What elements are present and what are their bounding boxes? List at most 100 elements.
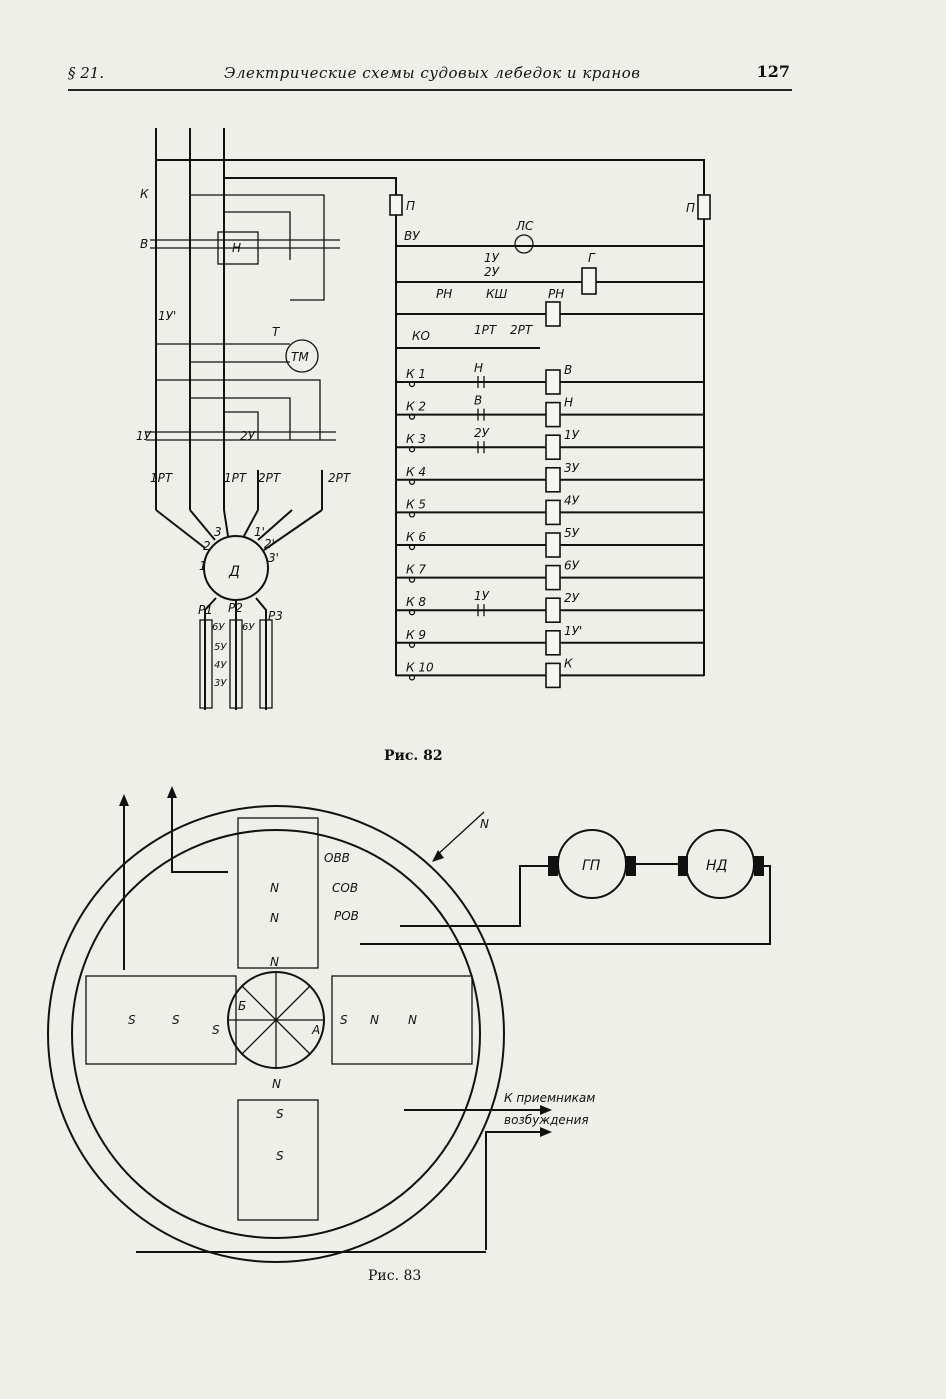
rotor-a: А <box>311 1023 320 1037</box>
res-6y-a: 6У <box>212 622 225 633</box>
fuse-right-label: П <box>686 201 695 215</box>
winding-ovv: ОВВ <box>324 851 350 865</box>
winding-rov: РОВ <box>334 909 359 923</box>
chapter-title: Электрические схемы судовых лебедок и кр… <box>224 64 641 82</box>
rung-coil-label: 1У' <box>564 624 582 638</box>
ksh-label: КШ <box>486 287 508 301</box>
ko-label: КО <box>412 329 430 343</box>
gp-label: ГП <box>582 858 601 874</box>
rung-switch-label: К 2 <box>406 400 426 414</box>
rung-coil-label: В <box>564 363 572 377</box>
winding-sov: СОВ <box>332 881 358 895</box>
rung-switch-label: К 10 <box>406 660 434 674</box>
pole-s-left1: S <box>128 1013 136 1027</box>
rung-coil <box>545 532 561 558</box>
relay-label-2: 1РТ <box>224 471 248 485</box>
resistor-p1: Р1 <box>198 603 213 617</box>
lamp-label: ЛС <box>515 219 534 233</box>
pole-s-right: S <box>340 1013 348 1027</box>
terminal-3: 3 <box>214 525 222 539</box>
terminal-2: 2 <box>203 539 211 553</box>
rung-switch-terminal <box>408 413 416 420</box>
rung-coil-label: 3У <box>564 461 580 475</box>
coil-g-label: Г <box>588 251 596 265</box>
rotor-b: Б <box>238 999 246 1013</box>
rung-contact-label: 2У <box>474 426 490 440</box>
res-6y-b: 6У <box>242 622 255 633</box>
rn-coil-label: РН <box>548 287 564 301</box>
brake-label: ТМ <box>291 350 309 364</box>
pole-s-bottom2: S <box>276 1149 284 1163</box>
running-header: § 21. Электрические схемы судовых лебедо… <box>68 62 792 88</box>
pole-n-top: N <box>270 881 279 895</box>
rung-coil-label: 4У <box>564 493 580 507</box>
pole-n-right2: N <box>408 1013 417 1027</box>
figure-83-caption: Рис. 83 <box>368 1268 422 1284</box>
rung-coil <box>545 369 561 395</box>
rung-switch-label: К 9 <box>406 628 426 642</box>
rung-coil-label: К <box>564 656 573 670</box>
label-2y: 2У <box>240 429 256 443</box>
rn-contact-label: РН <box>436 287 452 301</box>
rung-coil-label: 5У <box>564 526 580 540</box>
terminal-3p: 3' <box>268 551 279 565</box>
pole-n-top2: N <box>270 911 279 925</box>
top-contact-2y: 2У <box>484 265 500 279</box>
rung-coil-label: Н <box>564 396 573 410</box>
rung-switch-terminal <box>408 641 416 648</box>
pole-s-left2: S <box>172 1013 180 1027</box>
rung-switch-terminal <box>408 380 416 388</box>
rung-switch-label: К 8 <box>406 595 426 609</box>
res-5y: 5У <box>214 642 227 653</box>
rung-contact-label: В <box>474 394 482 408</box>
terminal-1p: 1' <box>254 525 265 539</box>
header-rule <box>68 89 792 91</box>
rung-switch-label: К 6 <box>406 530 426 544</box>
section-number: § 21. <box>68 64 105 82</box>
rung-contact-label: 1У <box>474 589 490 603</box>
rung-switch-terminal <box>408 478 416 485</box>
top-contact-1y: 1У <box>484 251 500 265</box>
motor-label: Д <box>228 564 240 580</box>
rung-switch-label: К 1 <box>406 367 426 381</box>
relay-label-3: 2РТ <box>258 471 282 485</box>
label-1y-prime: 1У' <box>158 309 176 323</box>
rung-switch-terminal <box>408 543 416 551</box>
nd-label: НД <box>706 858 728 874</box>
arrow-n-label: N <box>480 817 489 831</box>
page-number: 127 <box>756 62 790 81</box>
pole-n-top3: N <box>270 955 279 969</box>
rung-switch-terminal <box>408 446 416 453</box>
rung-coil <box>545 629 561 656</box>
rung-coil <box>545 401 561 428</box>
rung-coil <box>545 662 561 689</box>
rt2-label: 2РТ <box>510 323 534 337</box>
resistor-p3: Р3 <box>268 609 283 623</box>
fuse-left-label: П <box>406 199 415 213</box>
rung-switch-terminal <box>408 576 416 583</box>
pole-s-left3: S <box>212 1023 220 1037</box>
switch-label: ВУ <box>404 229 420 243</box>
note-line1: К приемникам <box>504 1091 595 1105</box>
rung-contact-label: Н <box>474 361 483 375</box>
label-t: Т <box>272 325 281 339</box>
rt1-label: 1РТ <box>474 323 498 337</box>
pole-n-right1: N <box>370 1013 379 1027</box>
rung-switch-label: К 3 <box>406 432 426 446</box>
terminal-1: 1 <box>199 559 207 573</box>
rung-coil <box>545 466 561 493</box>
label-v: В <box>140 237 148 251</box>
res-3y: 3У <box>214 678 227 689</box>
rung-switch-terminal <box>408 511 416 518</box>
label-1y: 1У <box>136 429 152 443</box>
figure-82-caption: Рис. 82 <box>384 748 443 764</box>
rung-coil <box>545 434 561 461</box>
pole-s-bottom1: S <box>276 1107 284 1121</box>
rung-switch-label: К 5 <box>406 497 426 511</box>
rung-coil <box>545 597 561 624</box>
rung-coil <box>545 499 561 526</box>
resistor-p2: Р2 <box>228 601 243 615</box>
relay-label-4: 2РТ <box>328 471 352 485</box>
